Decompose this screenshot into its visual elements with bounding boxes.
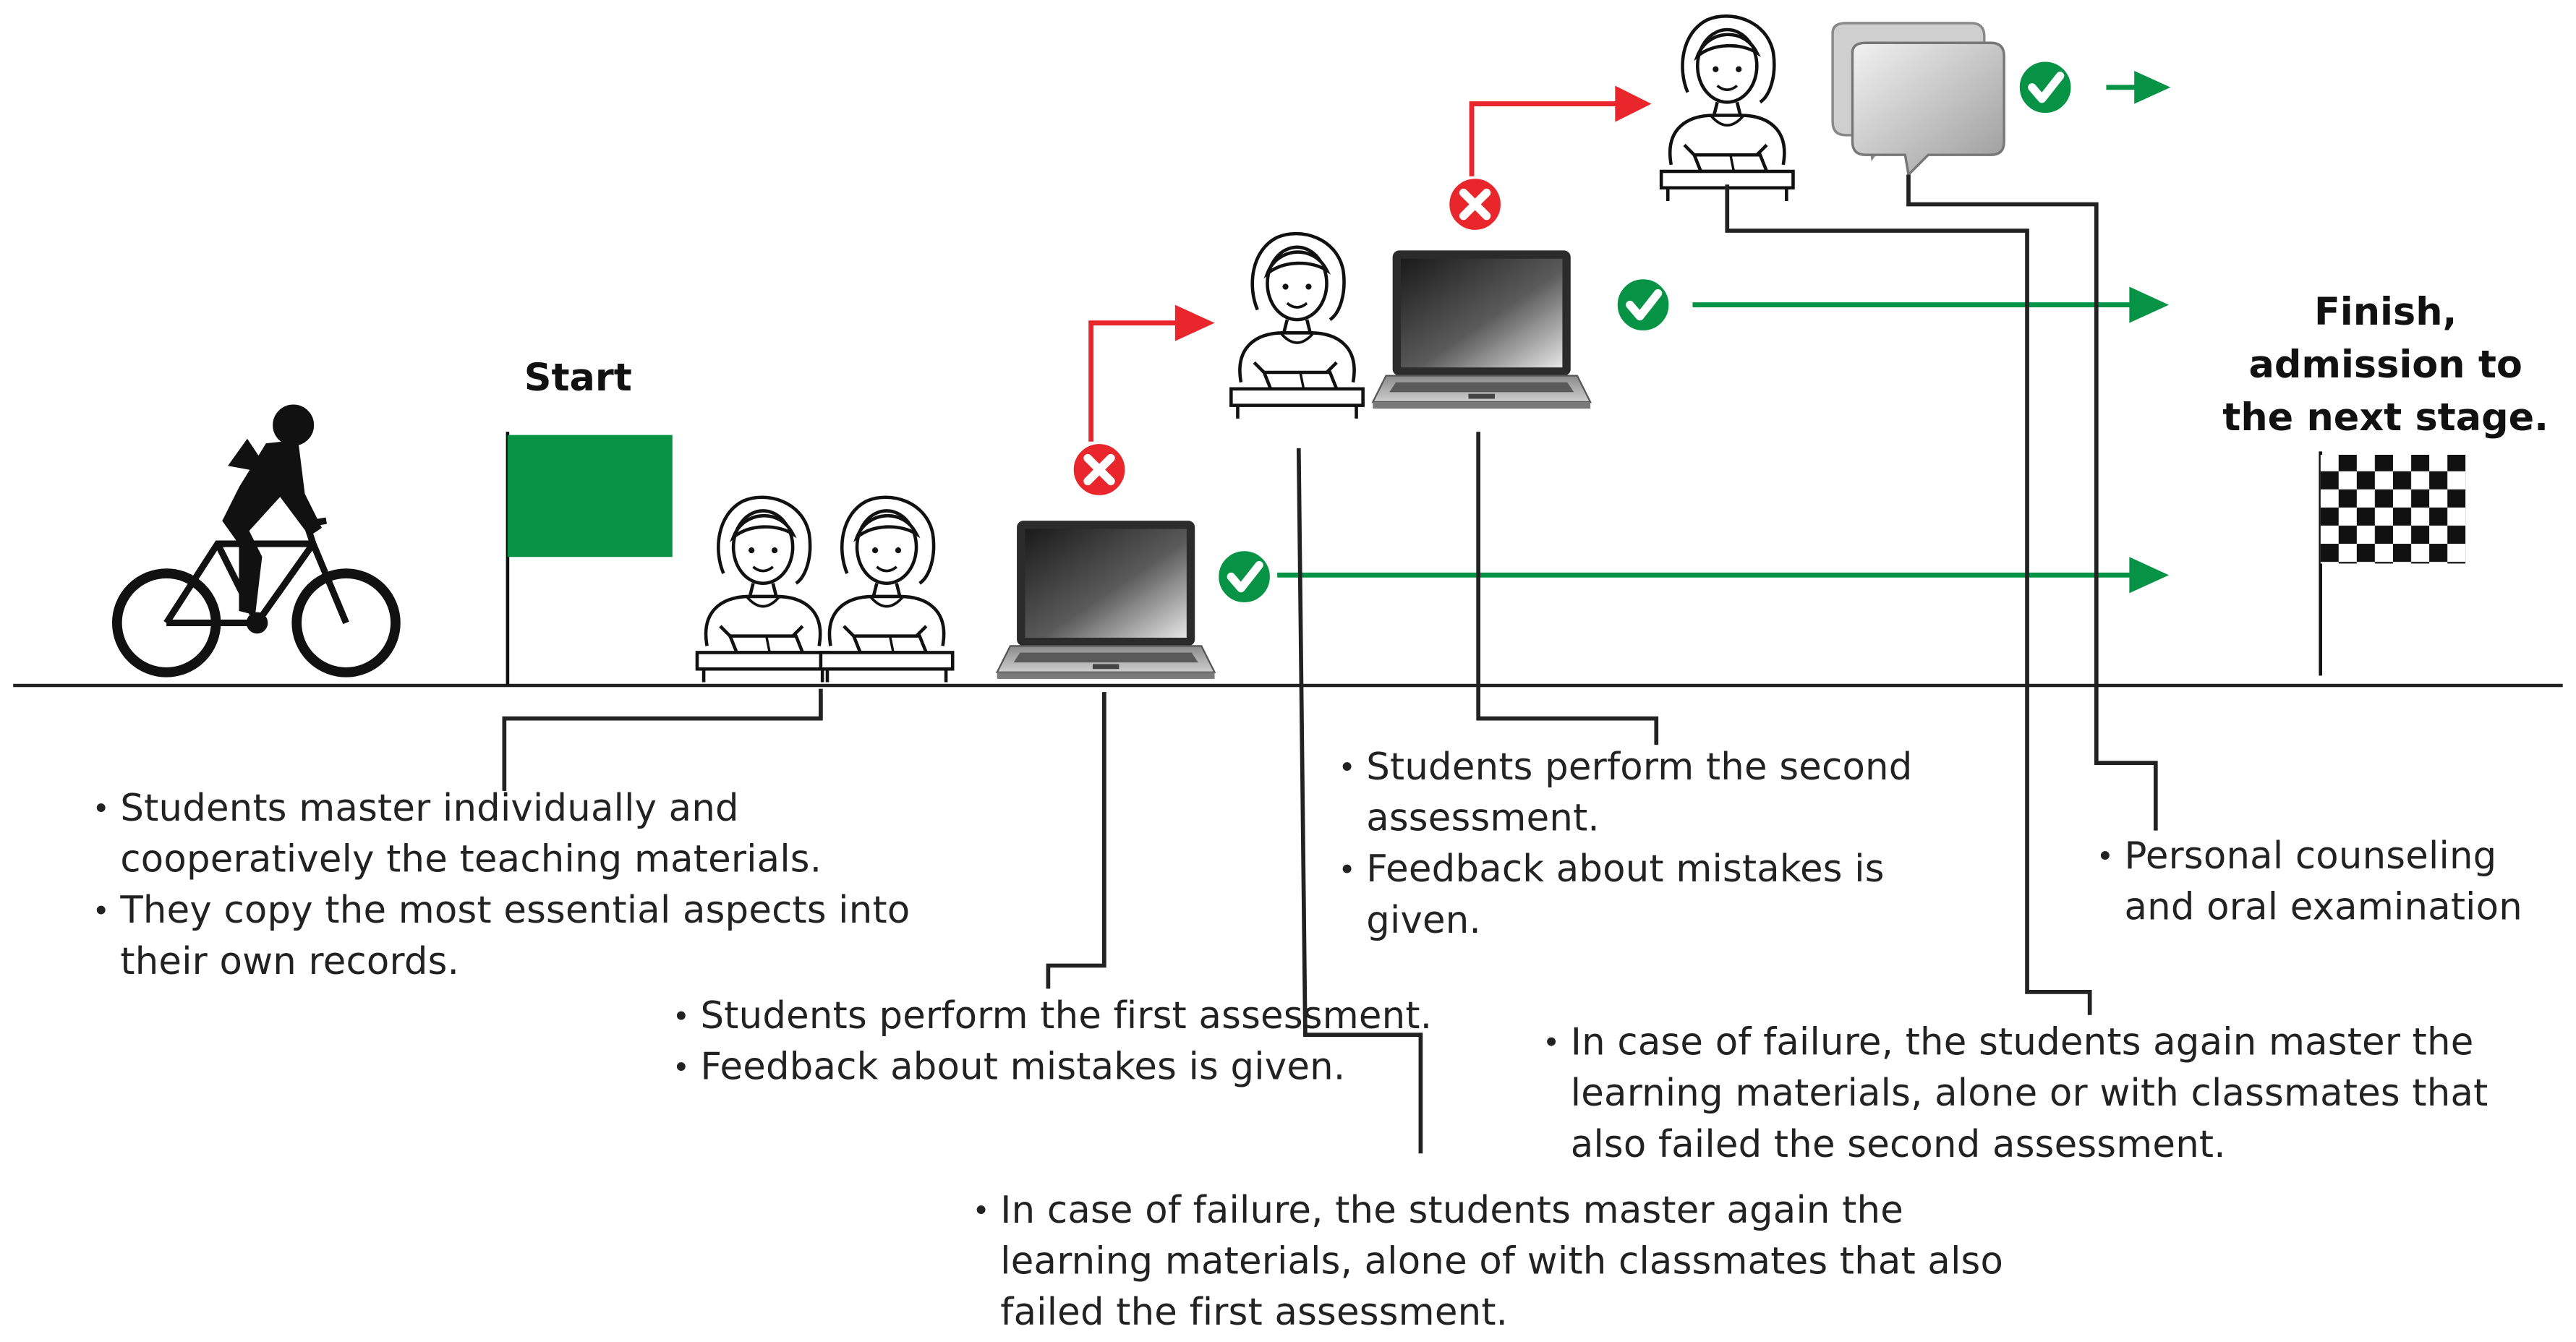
- note-item: Feedback about mistakes is given.: [1338, 845, 1989, 947]
- note-study: Students master individually and coopera…: [93, 785, 950, 989]
- finish-label: Finish, admission to the next stage.: [2222, 291, 2549, 440]
- pass-check-icon: [2017, 59, 2073, 115]
- student-icon: [697, 497, 829, 683]
- pass-check-icon: [1615, 277, 1671, 333]
- pass-arrow: [1277, 85, 2140, 578]
- arrow-heads-red: [1174, 85, 1652, 341]
- checkered-flag-icon: [2319, 451, 2466, 676]
- student-icon: [1661, 16, 1793, 201]
- note-counseling: Personal counseling and oral examination: [2097, 832, 2571, 934]
- start-label: Start: [524, 357, 632, 401]
- fail-x-icon: [1447, 176, 1503, 232]
- note-item: Students perform the second assessment.: [1338, 743, 1989, 845]
- start-flag-icon: [506, 432, 673, 686]
- student-icon: [1231, 234, 1362, 419]
- note-second-assessment: Students perform the second assessment. …: [1338, 743, 1989, 948]
- note-item: In case of failure, the students master …: [973, 1187, 2027, 1340]
- note-item: Students master individually and coopera…: [93, 785, 950, 886]
- note-second-failure: In case of failure, the students again m…: [1543, 1018, 2572, 1171]
- speech-bubbles-icon: [1831, 22, 2005, 178]
- note-first-failure: In case of failure, the students master …: [973, 1187, 2027, 1340]
- note-item: In case of failure, the students again m…: [1543, 1018, 2572, 1171]
- bicycle-rider-icon: [111, 404, 401, 678]
- fail-x-icon: [1071, 442, 1127, 497]
- note-item: They copy the most essential aspects int…: [93, 886, 950, 988]
- note-item: Students perform the first assessment.: [673, 992, 1447, 1043]
- arrow-heads-green: [2129, 70, 2171, 594]
- laptop-icon: [1372, 249, 1592, 410]
- note-item: Feedback about mistakes is given.: [673, 1043, 1447, 1095]
- note-first-assessment: Students perform the first assessment. F…: [673, 992, 1447, 1094]
- student-icon: [821, 497, 952, 683]
- laptop-icon: [996, 519, 1216, 680]
- pass-check-icon: [1216, 549, 1272, 604]
- fail-retry-arrow: [1088, 101, 1618, 442]
- note-item: Personal counseling and oral examination: [2097, 832, 2571, 934]
